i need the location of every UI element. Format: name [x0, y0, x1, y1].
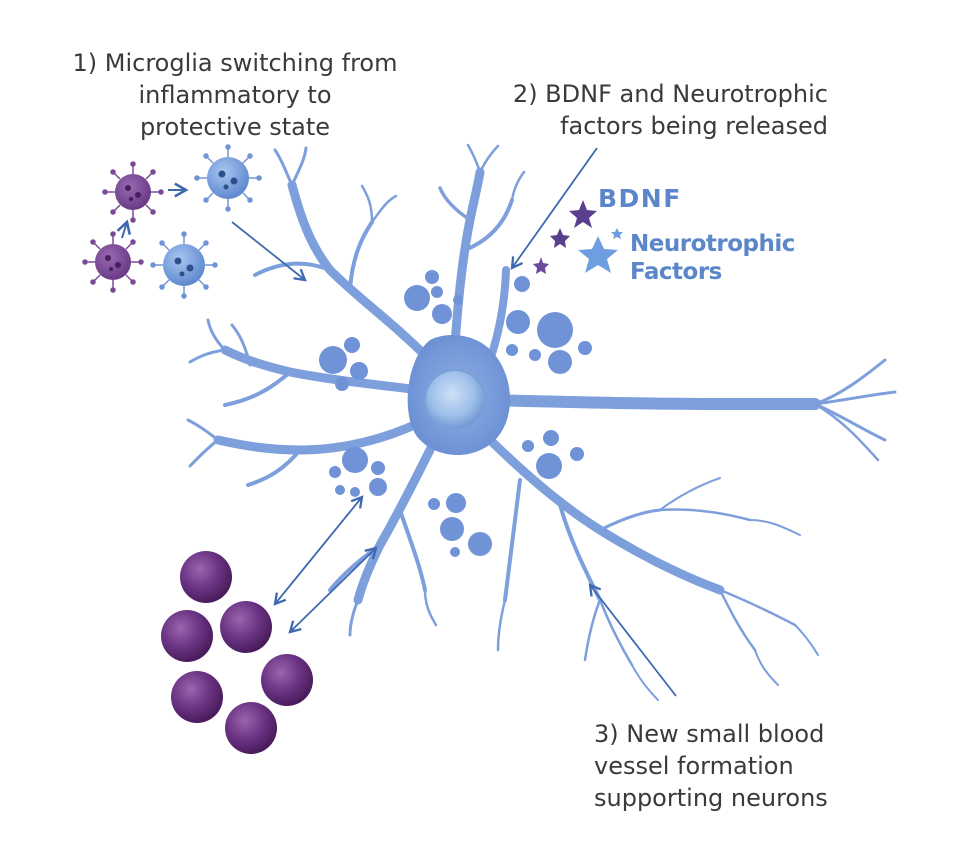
arrow-bdnf: [510, 147, 598, 270]
star-icon: [578, 236, 618, 273]
vesicle-cluster-right-top: [506, 276, 592, 374]
vesicle-cluster-bottom-left: [329, 447, 387, 497]
caption-line: factors being released: [560, 112, 828, 140]
microglia: [82, 144, 262, 299]
vesicle-clusters: [319, 270, 592, 557]
arrow-microglia: [231, 221, 307, 282]
label-neurotrophic-factors: Neurotrophic Factors: [630, 230, 795, 286]
microglia-transition-arrows: [116, 182, 189, 239]
label-bdnf: BDNF: [598, 184, 682, 213]
neuron: [186, 143, 897, 701]
microglia-inflammatory-1: [102, 161, 164, 223]
caption-line: vessel formation: [594, 752, 794, 780]
star-icon: [533, 257, 549, 274]
caption-line: protective state: [139, 113, 331, 141]
label-line: Neurotrophic: [630, 231, 795, 257]
vesicle-cluster-bottom: [428, 493, 492, 557]
arrow-vessels: [588, 583, 677, 697]
caption-line: inflammatory to: [138, 81, 332, 109]
star-icon: [611, 228, 623, 239]
star-icon: [569, 200, 597, 228]
arrow-exchange-1: [273, 495, 364, 606]
caption-line: 2) BDNF and Neurotrophic: [512, 80, 828, 108]
caption-vessels: 3) New small blood vessel formation supp…: [594, 718, 934, 814]
star-icon: [550, 228, 570, 248]
purple-cell-cluster: [161, 551, 313, 754]
microglia-protective-2: [150, 231, 218, 299]
microglia-inflammatory-2: [82, 231, 144, 293]
microglia-protective-1: [194, 144, 262, 212]
vesicle-cluster-right: [522, 430, 584, 479]
caption-bdnf: 2) BDNF and Neurotrophic factors being r…: [488, 78, 828, 142]
vesicle-cluster-left: [319, 337, 368, 391]
pointer-arrows: [231, 147, 677, 697]
caption-line: supporting neurons: [594, 784, 828, 812]
nucleus: [424, 369, 486, 431]
caption-line: 3) New small blood: [594, 720, 825, 748]
caption-line: 1) Microglia switching from: [72, 49, 398, 77]
arrow-exchange-2: [288, 546, 378, 634]
dendrites: [186, 143, 897, 701]
vesicle-cluster-top: [404, 270, 463, 324]
neurotrophic-stars: [533, 200, 623, 274]
label-line: Factors: [630, 259, 722, 285]
caption-microglia: 1) Microglia switching from inflammatory…: [50, 47, 420, 143]
